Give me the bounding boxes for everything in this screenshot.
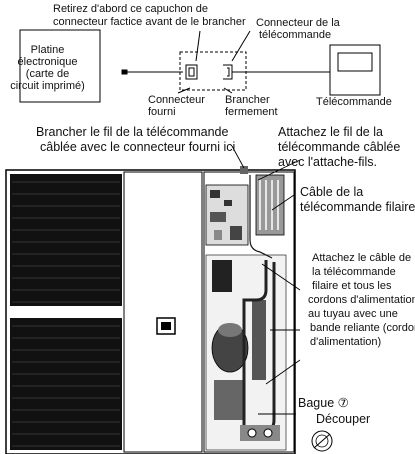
bundle-note-line2: la télécommande xyxy=(312,266,396,278)
leader-plug xyxy=(224,88,232,93)
leader-remote-connector xyxy=(232,31,250,61)
plug-firmly-label-line1: Brancher xyxy=(225,94,270,106)
supplied-connector xyxy=(186,65,197,79)
bundle-note-line3: filaire et tous les xyxy=(312,280,391,292)
outdoor-unit xyxy=(6,166,295,454)
dummy-cap-note-line2: connecteur factice avant de le brancher xyxy=(53,16,246,28)
supplied-connector-label-line1: Connecteur xyxy=(148,94,205,106)
leader-heading xyxy=(196,31,200,61)
remote-screen xyxy=(338,53,372,71)
bague-label: Bague ⑦ xyxy=(298,396,349,410)
pcb-label-line2: électronique xyxy=(0,56,95,68)
bundle-note-line4: cordons d'alimentation xyxy=(308,294,415,306)
cable-label-line2: télécommande filaire xyxy=(300,200,415,214)
bundle-note-line6: bande reliante (cordon xyxy=(310,322,415,334)
attach-wire-note-line1: Attachez le fil de la xyxy=(278,125,383,139)
wire-connect-note-line2: câblée avec le connecteur fourni ici xyxy=(40,140,235,154)
remote-connector-label-line2: télécommande xyxy=(259,29,331,41)
bundle-note-line1: Attachez le câble de xyxy=(312,252,411,264)
remote-control-label: Télécommande xyxy=(316,96,392,108)
remote-connector-label-line1: Connecteur de la xyxy=(256,17,340,29)
front-panel xyxy=(124,172,202,452)
pcb-label-line1: Platine xyxy=(0,44,95,56)
wire-connect-note-line1: Brancher le fil de la télécommande xyxy=(36,125,228,139)
pcb-label-line4: circuit imprimé) xyxy=(0,80,95,92)
cable-label-line1: Câble de la xyxy=(300,185,363,199)
plug-firmly-label-line2: fermement xyxy=(225,106,278,118)
dummy-cap-note-line1: Retirez d'abord ce capuchon de xyxy=(53,3,208,15)
cut-symbol xyxy=(312,431,332,451)
remote-connector xyxy=(223,65,232,79)
attach-wire-note-line3: avec l'attache-fils. xyxy=(278,155,377,169)
bundle-note-line7: d'alimentation) xyxy=(310,336,381,348)
connector-dashed-box xyxy=(180,52,246,90)
cut-label: Découper xyxy=(316,412,370,426)
supplied-connector-label-line2: fourni xyxy=(148,106,176,118)
bundle-note-line5: au tuyau avec une xyxy=(308,308,398,320)
attach-wire-note-line2: télécommande câblée xyxy=(278,140,400,154)
pcb-label-line3: (carte de xyxy=(0,68,95,80)
pcb-terminal xyxy=(122,70,127,74)
